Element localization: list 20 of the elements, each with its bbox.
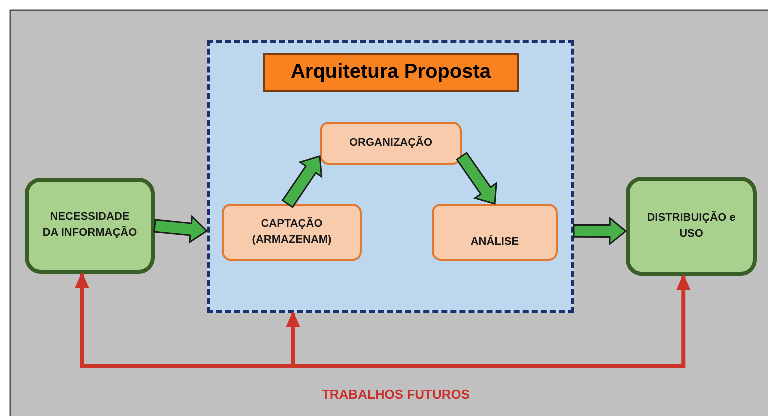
process-box [25, 178, 155, 274]
node-label: DISTRIBUIÇÃO e USO [646, 210, 737, 242]
node-label: CAPTAÇÃO (ARMAZENAM) [251, 216, 333, 248]
process-box [320, 122, 462, 165]
heading-text: Arquitetura Proposta [290, 60, 492, 85]
arrow [286, 311, 396, 368]
node-label: NECESSIDADE DA INFORMAÇÃO [42, 210, 138, 241]
process-box [626, 177, 757, 276]
node-label: ANÁLISE [470, 234, 520, 250]
caption-text: TRABALHOS FUTUROS [322, 386, 470, 404]
process-box [432, 204, 558, 261]
block-arrow [573, 216, 628, 246]
block-arrow [282, 155, 323, 208]
block-arrow [154, 214, 208, 244]
block-arrow [456, 152, 498, 205]
process-box [222, 204, 362, 261]
heading-box [263, 53, 519, 92]
arrow [396, 274, 691, 368]
dashed-group-box [207, 40, 574, 313]
node-label: ORGANIZAÇÃO [349, 136, 433, 151]
